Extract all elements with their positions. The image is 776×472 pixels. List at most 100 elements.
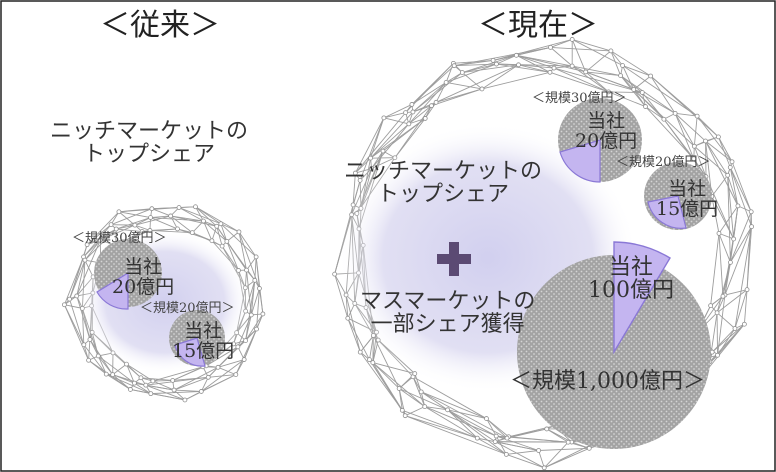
network-node	[176, 205, 182, 210]
network-node	[547, 69, 553, 75]
network-node	[235, 344, 241, 350]
network-node	[731, 236, 737, 242]
network-edge	[402, 409, 478, 439]
network-node	[143, 382, 149, 388]
network-edge	[481, 71, 551, 90]
network-edge	[191, 220, 204, 233]
network-node	[148, 215, 153, 220]
network-node	[691, 143, 697, 149]
network-edge	[506, 453, 545, 469]
network-node	[219, 243, 225, 249]
network-edge	[731, 161, 752, 212]
network-edge	[610, 50, 623, 66]
network-edge	[711, 196, 735, 240]
network-edge	[727, 175, 735, 240]
network-node	[433, 99, 439, 105]
network-edge	[543, 441, 569, 469]
network-edge	[610, 50, 621, 76]
network-edge	[83, 344, 107, 375]
network-node	[175, 226, 180, 232]
network-edge	[411, 65, 455, 105]
network-edge	[546, 428, 569, 443]
network-edge	[421, 391, 508, 439]
network-node	[138, 375, 144, 381]
network-node	[168, 213, 174, 219]
network-edge	[359, 168, 372, 181]
network-node	[606, 89, 611, 95]
network-node	[422, 404, 428, 409]
network-node	[131, 380, 137, 386]
network-edge	[435, 88, 483, 103]
network-edge	[259, 288, 264, 314]
scale-label-present-3: ＜規模1,000億円＞	[510, 369, 705, 394]
network-edge	[226, 231, 240, 242]
network-edge	[172, 366, 204, 381]
network-node	[422, 116, 428, 121]
network-edge	[585, 71, 609, 93]
network-edge	[435, 64, 519, 103]
network-edge	[150, 217, 204, 222]
network-edge	[572, 39, 612, 52]
network-edge	[371, 150, 384, 169]
network-edge	[150, 217, 178, 230]
network-node	[241, 357, 247, 362]
network-edge	[718, 232, 734, 240]
network-node	[504, 435, 510, 441]
network-edge	[195, 206, 204, 222]
network-edge	[372, 362, 403, 411]
network-node	[639, 90, 645, 95]
network-node	[418, 389, 424, 395]
share-wedge-present-1	[559, 139, 601, 183]
network-node	[451, 63, 457, 69]
network-node	[218, 221, 224, 227]
network-edge	[705, 140, 739, 207]
network-node	[84, 242, 90, 248]
network-edge	[205, 346, 239, 367]
network-edge	[150, 390, 202, 395]
network-edge	[217, 366, 236, 376]
network-edge	[641, 92, 665, 120]
network-edge	[693, 146, 707, 177]
network-edge	[729, 167, 752, 212]
network-edge	[220, 223, 240, 233]
share-wedge-present-2	[647, 195, 687, 229]
network-edge	[518, 64, 551, 73]
network-node	[672, 110, 678, 116]
network-node	[116, 209, 122, 215]
network-node	[95, 353, 101, 359]
network-node	[236, 229, 242, 235]
network-edge	[729, 167, 739, 206]
network-edge	[64, 304, 83, 309]
network-edge	[216, 226, 223, 247]
network-edge	[170, 215, 217, 227]
share-label-present-1: 当社 20億円	[575, 110, 638, 152]
network-edge	[675, 112, 698, 117]
network-node	[402, 413, 408, 419]
network-edge	[538, 447, 590, 451]
network-edge	[645, 106, 665, 120]
network-node	[252, 277, 258, 283]
network-edge	[69, 259, 86, 300]
network-edge	[746, 226, 753, 290]
network-node	[86, 357, 91, 363]
network-edge	[86, 211, 120, 245]
network-node	[87, 337, 93, 342]
network-node	[715, 352, 720, 358]
network-node	[260, 311, 266, 317]
network-edge	[371, 123, 410, 169]
network-edge	[83, 239, 101, 258]
network-edge	[256, 288, 260, 330]
network-edge	[150, 215, 171, 218]
network-edge	[694, 145, 728, 176]
network-edge	[347, 318, 370, 360]
network-node	[490, 57, 496, 63]
network-node	[744, 287, 750, 293]
network-edge	[571, 39, 587, 73]
network-edge	[149, 228, 178, 231]
network-edge	[447, 409, 478, 439]
network-edge	[622, 65, 635, 90]
network-node	[714, 310, 720, 316]
network-edge	[217, 359, 245, 368]
